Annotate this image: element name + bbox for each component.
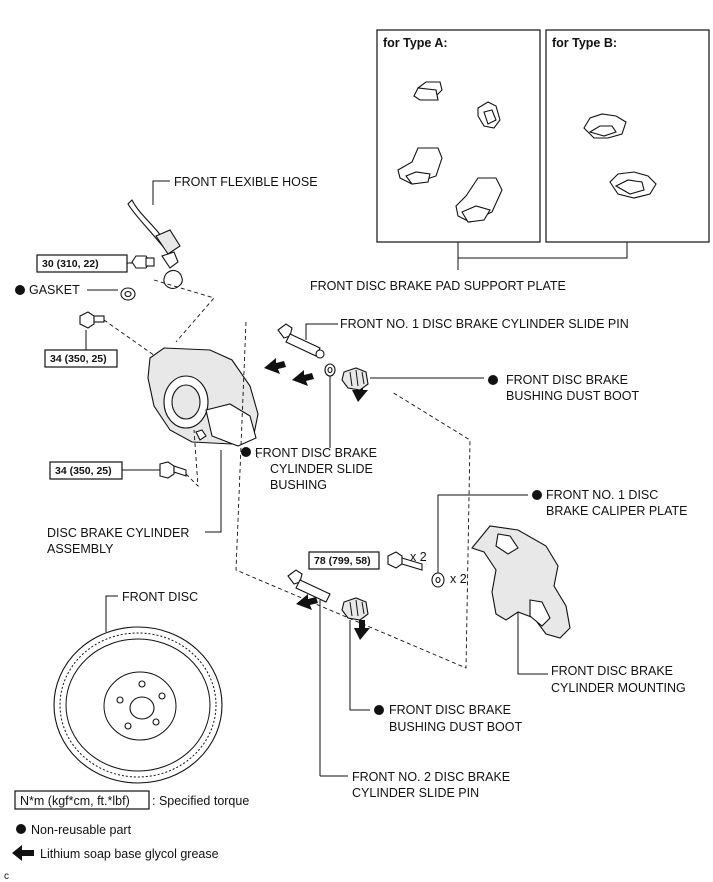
grease-arrow-2 <box>292 370 314 386</box>
non-reusable-dot-gasket <box>15 285 25 295</box>
non-reusable-dot-slide-bushing <box>241 447 251 457</box>
hose-leader <box>152 180 170 205</box>
slide-bushing-label-2: CYLINDER SLIDE <box>270 462 373 476</box>
lower-bolt <box>159 461 187 479</box>
type-a-clip-4 <box>455 177 503 223</box>
legend-torque-box <box>14 790 150 810</box>
type-a-clip-1 <box>413 81 443 101</box>
cylinder-mounting-label-1: FRONT DISC BRAKE <box>551 664 673 678</box>
bushing-dust-boot-lower <box>341 597 369 621</box>
assembly-dash-frame <box>235 321 471 669</box>
grease-arrow-1 <box>264 358 286 374</box>
torque-hose-bolt: 30 (310, 22) <box>42 258 99 270</box>
dust-boot-upper-label-2: BUSHING DUST BOOT <box>506 389 639 403</box>
gasket-label: GASKET <box>29 283 80 297</box>
slide-bushing-label-1: FRONT DISC BRAKE <box>255 446 377 460</box>
dust-boot-lower-label-2: BUSHING DUST BOOT <box>389 720 522 734</box>
dust-boot-upper-label-1: FRONT DISC BRAKE <box>506 373 628 387</box>
front-disc-label: FRONT DISC <box>122 590 198 604</box>
cylinder-mounting-leader <box>517 612 548 675</box>
front-disc-leader <box>105 595 118 632</box>
front-flexible-hose <box>127 199 183 289</box>
pad-support-bracket <box>457 242 628 259</box>
type-a-clip-3 <box>397 147 443 185</box>
cylinder-assembly-leader <box>205 450 222 533</box>
caliper-plate-washer <box>431 572 445 588</box>
caliper-plate-label-2: BRAKE CALIPER PLATE <box>546 504 688 518</box>
front-disc <box>53 626 223 784</box>
cylinder-assembly-label-1: DISC BRAKE CYLINDER <box>47 526 189 540</box>
bolt-multiplier: x 2 <box>410 550 427 564</box>
type-b-box: for Type B: <box>545 29 710 243</box>
figure-id: c <box>4 871 9 882</box>
pad-support-plate-label: FRONT DISC BRAKE PAD SUPPORT PLATE <box>310 279 566 293</box>
torque-bleeder: 34 (350, 25) <box>50 353 107 365</box>
caliper-plate-leader <box>437 494 528 574</box>
cylinder-mounting-label-2: CYLINDER MOUNTING <box>551 681 686 695</box>
plate-multiplier: x 2 <box>450 572 467 586</box>
disc-brake-cylinder-assembly <box>147 347 259 447</box>
type-b-clip-2 <box>609 171 657 199</box>
torque-box-mounting-bolt <box>308 551 380 570</box>
grease-arrow-4 <box>354 620 370 640</box>
gasket <box>120 287 136 301</box>
cylinder-assembly-label-2: ASSEMBLY <box>47 542 114 556</box>
legend-non-reusable-dot <box>16 824 26 834</box>
non-reusable-dot-dust-boot-upper <box>488 375 498 385</box>
slide-pin-1-label: FRONT NO. 1 DISC BRAKE CYLINDER SLIDE PI… <box>340 317 629 331</box>
slide-bushing-label-3: BUSHING <box>270 478 327 492</box>
type-b-title: for Type B: <box>552 36 617 50</box>
lower-bolt-dash <box>185 429 199 488</box>
non-reusable-dot-caliper-plate <box>532 490 542 500</box>
type-a-title: for Type A: <box>383 36 448 50</box>
torque-mounting-bolt: 78 (799, 58) <box>314 555 371 567</box>
type-b-clip-1 <box>583 113 627 139</box>
grease-arrow-5 <box>296 594 318 610</box>
non-reusable-dot-dust-boot-lower <box>374 705 384 715</box>
dust-boot-lower-leader <box>349 620 370 711</box>
slide-pin-1 <box>277 323 325 359</box>
hose-dash-line <box>153 279 215 343</box>
torque-lower-bolt: 34 (350, 25) <box>55 465 112 477</box>
bushing-dust-boot-upper <box>341 367 369 391</box>
slide-pin-2-label-1: FRONT NO. 2 DISC BRAKE <box>352 770 510 784</box>
torque-box-bleeder <box>44 349 118 368</box>
disc-brake-cylinder-mounting <box>471 525 571 639</box>
slide-pin-1-leader <box>305 323 338 340</box>
type-a-box: for Type A: <box>376 29 541 243</box>
legend-grease: Lithium soap base glycol grease <box>40 847 219 861</box>
slide-pin-2-label-2: CYLINDER SLIDE PIN <box>352 786 479 800</box>
front-flexible-hose-label: FRONT FLEXIBLE HOSE <box>174 175 318 189</box>
hose-union-bolt <box>131 255 155 269</box>
grease-arrow-3 <box>352 382 368 402</box>
assembly-dash-2 <box>255 449 259 459</box>
legend-grease-arrow-icon <box>12 845 34 861</box>
bleeder-plug <box>79 311 105 329</box>
caliper-plate-label-1: FRONT NO. 1 DISC <box>546 488 658 502</box>
legend-torque-units: N*m (kgf*cm, ft.*lbf) <box>20 794 130 808</box>
legend-torque-text: : Specified torque <box>152 794 249 808</box>
mounting-bolt <box>387 551 423 571</box>
legend-non-reusable: Non-reusable part <box>31 823 132 837</box>
slide-pin-2 <box>287 569 331 603</box>
dust-boot-lower-label-1: FRONT DISC BRAKE <box>389 703 511 717</box>
type-a-clip-2 <box>477 101 501 129</box>
slide-bushing <box>324 363 336 377</box>
